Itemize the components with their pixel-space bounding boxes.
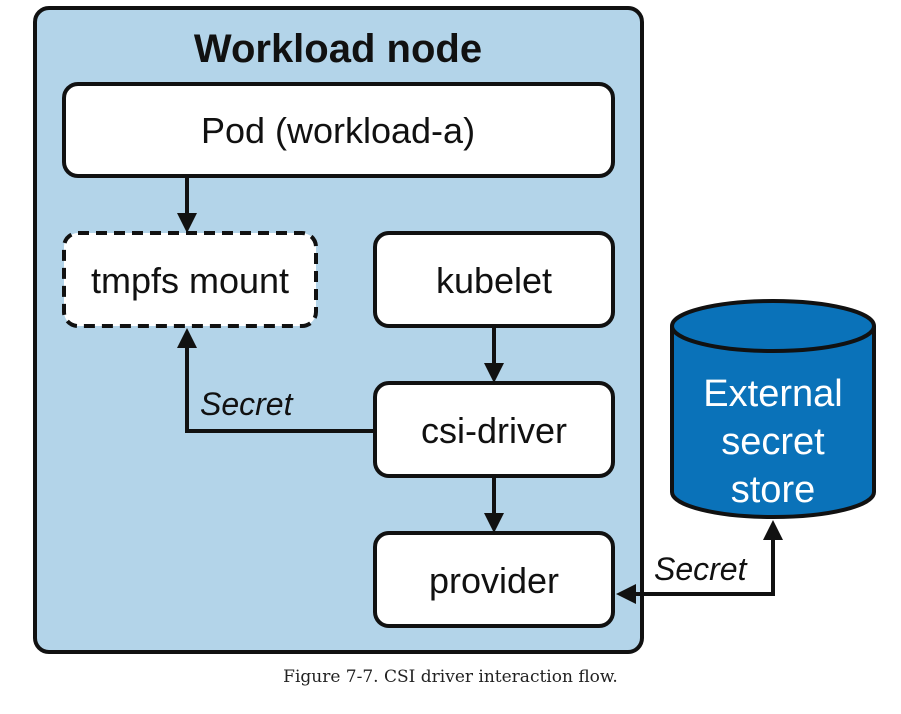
provider-label: provider xyxy=(429,560,559,601)
tmpfs-mount-box: tmpfs mount xyxy=(62,231,318,328)
external-secret-store-cylinder: External secret store xyxy=(670,299,876,519)
kubelet-box: kubelet xyxy=(373,231,615,328)
arrow-store-provider-bidirectional xyxy=(616,520,783,604)
arrow-csi-driver-to-tmpfs xyxy=(177,328,375,433)
edge-label-secret-to-tmpfs: Secret xyxy=(200,386,294,422)
csi-driver-diagram: Workload node Pod (workload-a) tmpfs mou… xyxy=(33,6,876,654)
figure-caption: Figure 7-7. CSI driver interaction flow. xyxy=(283,667,618,687)
store-label-line-2: secret xyxy=(721,421,825,463)
pod-label: Pod (workload-a) xyxy=(201,110,475,151)
tmpfs-mount-label: tmpfs mount xyxy=(91,260,289,301)
edge-label-secret-from-store: Secret xyxy=(654,551,748,587)
csi-driver-label: csi-driver xyxy=(421,410,567,451)
store-label-line-1: External xyxy=(703,373,842,415)
pod-box: Pod (workload-a) xyxy=(62,82,615,178)
workload-node-title: Workload node xyxy=(194,27,482,71)
kubelet-label: kubelet xyxy=(436,260,552,301)
store-label-line-3: store xyxy=(731,469,815,511)
provider-box: provider xyxy=(373,531,615,628)
csi-driver-box: csi-driver xyxy=(373,381,615,478)
